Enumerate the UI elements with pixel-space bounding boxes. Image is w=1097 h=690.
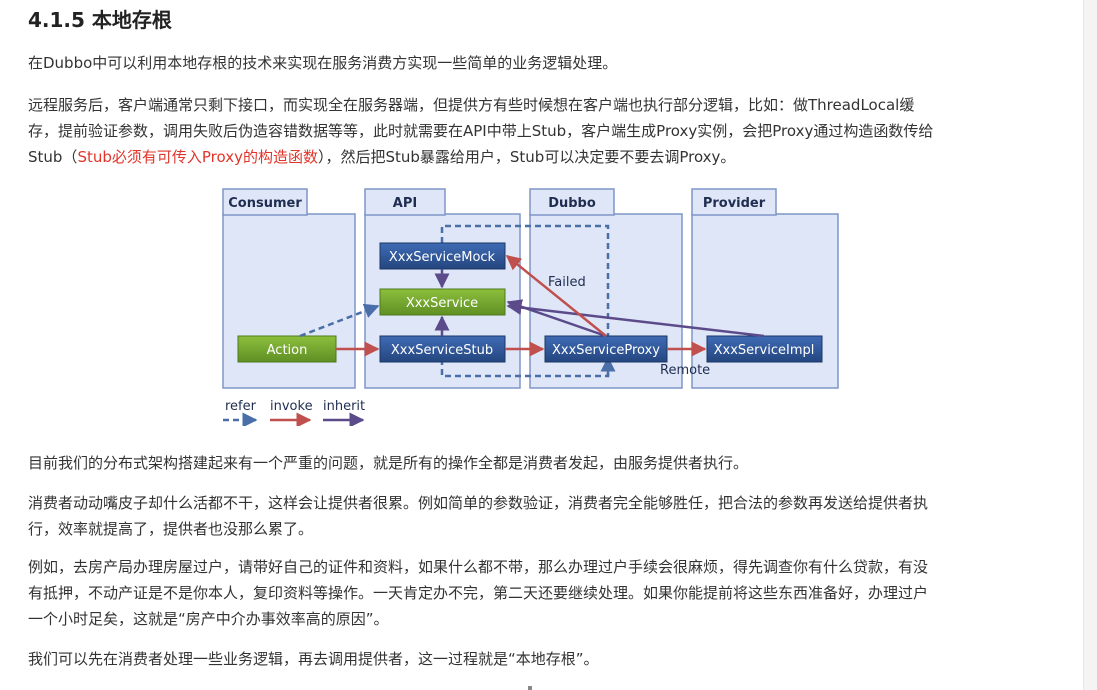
paragraph-line: Stub（Stub必须有可传入Proxy的构造函数），然后把Stub暴露给用户，… xyxy=(28,144,1068,170)
api-label: API xyxy=(393,196,417,211)
refer-loop-arrow xyxy=(440,224,610,378)
impl-box-label: XxxServiceImpl xyxy=(714,343,815,358)
paragraph-line: 有抵押，不动产证是不是你本人，复印资料等操作。一天肯定办不完，第二天还要继续处理… xyxy=(28,584,929,602)
provider-label: Provider xyxy=(703,196,766,211)
action-box: Action xyxy=(237,335,337,363)
service-box-label: XxxService xyxy=(406,296,478,311)
paragraph-example: 例如，去房产局办理房屋过户，请带好自己的证件和资料，如果什么都不带，那么办理过户… xyxy=(28,554,1068,632)
paragraph-line: 远程服务后，客户端通常只剩下接口，而实现全在服务器端，但提供方有些时候想在客户端… xyxy=(28,96,915,114)
paragraph-intro: 在Dubbo中可以利用本地存根的技术来实现在服务消费方实现一些简单的业务逻辑处理… xyxy=(28,54,618,72)
paragraph-consumer-work: 消费者动动嘴皮子却什么活都不干，这样会让提供者很累。例如简单的参数验证，消费者完… xyxy=(28,490,1068,542)
impl-inherit-arrow xyxy=(506,300,765,338)
stub-architecture-diagram: Consumer API Dubbo Provider XxxServiceMo… xyxy=(222,188,839,426)
action-refer-arrow xyxy=(299,303,380,338)
proxy-box: XxxServiceProxy xyxy=(544,335,668,363)
paragraph-stub-explanation: 远程服务后，客户端通常只剩下接口，而实现全在服务器端，但提供方有些时候想在客户端… xyxy=(28,92,1068,170)
failed-invoke-arrow xyxy=(505,255,607,337)
legend-invoke-label: invoke xyxy=(270,399,313,414)
legend-refer-label: refer xyxy=(225,399,257,414)
page-marker xyxy=(528,686,532,690)
text-segment: Stub（ xyxy=(28,148,78,166)
paragraph-conclusion: 我们可以先在消费者处理一些业务逻辑，再去调用提供者，这一过程就是“本地存根”。 xyxy=(28,650,599,668)
paragraph-line: 行，效率就提高了，提供者也没那么累了。 xyxy=(28,520,314,538)
paragraph-line: 存，提前验证参数，调用失败后伪造容错数据等等，此时就需要在API中带上Stub，… xyxy=(28,122,934,140)
service-box: XxxService xyxy=(379,288,506,316)
action-box-label: Action xyxy=(267,343,308,358)
diagram-legend: refer invoke inherit xyxy=(223,399,365,426)
legend-inherit-label: inherit xyxy=(323,399,365,414)
failed-label: Failed xyxy=(548,275,586,290)
paragraph-line: 例如，去房产局办理房屋过户，请带好自己的证件和资料，如果什么都不带，那么办理过户… xyxy=(28,558,929,576)
scrollbar-track[interactable] xyxy=(1083,0,1097,690)
text-segment: ），然后把Stub暴露给用户，Stub可以决定要不要去调Proxy。 xyxy=(317,148,736,166)
paragraph-line: 消费者动动嘴皮子却什么活都不干，这样会让提供者很累。例如简单的参数验证，消费者完… xyxy=(28,494,929,512)
stub-box-label: XxxServiceStub xyxy=(391,343,493,358)
impl-box: XxxServiceImpl xyxy=(706,335,823,363)
paragraph-line: 一个小时足矣，这就是“房产中介办事效率高的原因”。 xyxy=(28,610,389,628)
consumer-label: Consumer xyxy=(228,196,302,211)
stub-box: XxxServiceStub xyxy=(379,335,506,363)
highlighted-requirement: Stub必须有可传入Proxy的构造函数 xyxy=(77,148,318,166)
proxy-box-label: XxxServiceProxy xyxy=(552,343,660,358)
section-heading: 4.1.5 本地存根 xyxy=(28,8,172,32)
paragraph-problem: 目前我们的分布式架构搭建起来有一个严重的问题，就是所有的操作全都是消费者发起，由… xyxy=(28,454,749,472)
mock-box-label: XxxServiceMock xyxy=(389,250,496,265)
remote-label: Remote xyxy=(660,363,710,378)
mock-box: XxxServiceMock xyxy=(379,242,506,270)
dubbo-label: Dubbo xyxy=(548,196,596,211)
